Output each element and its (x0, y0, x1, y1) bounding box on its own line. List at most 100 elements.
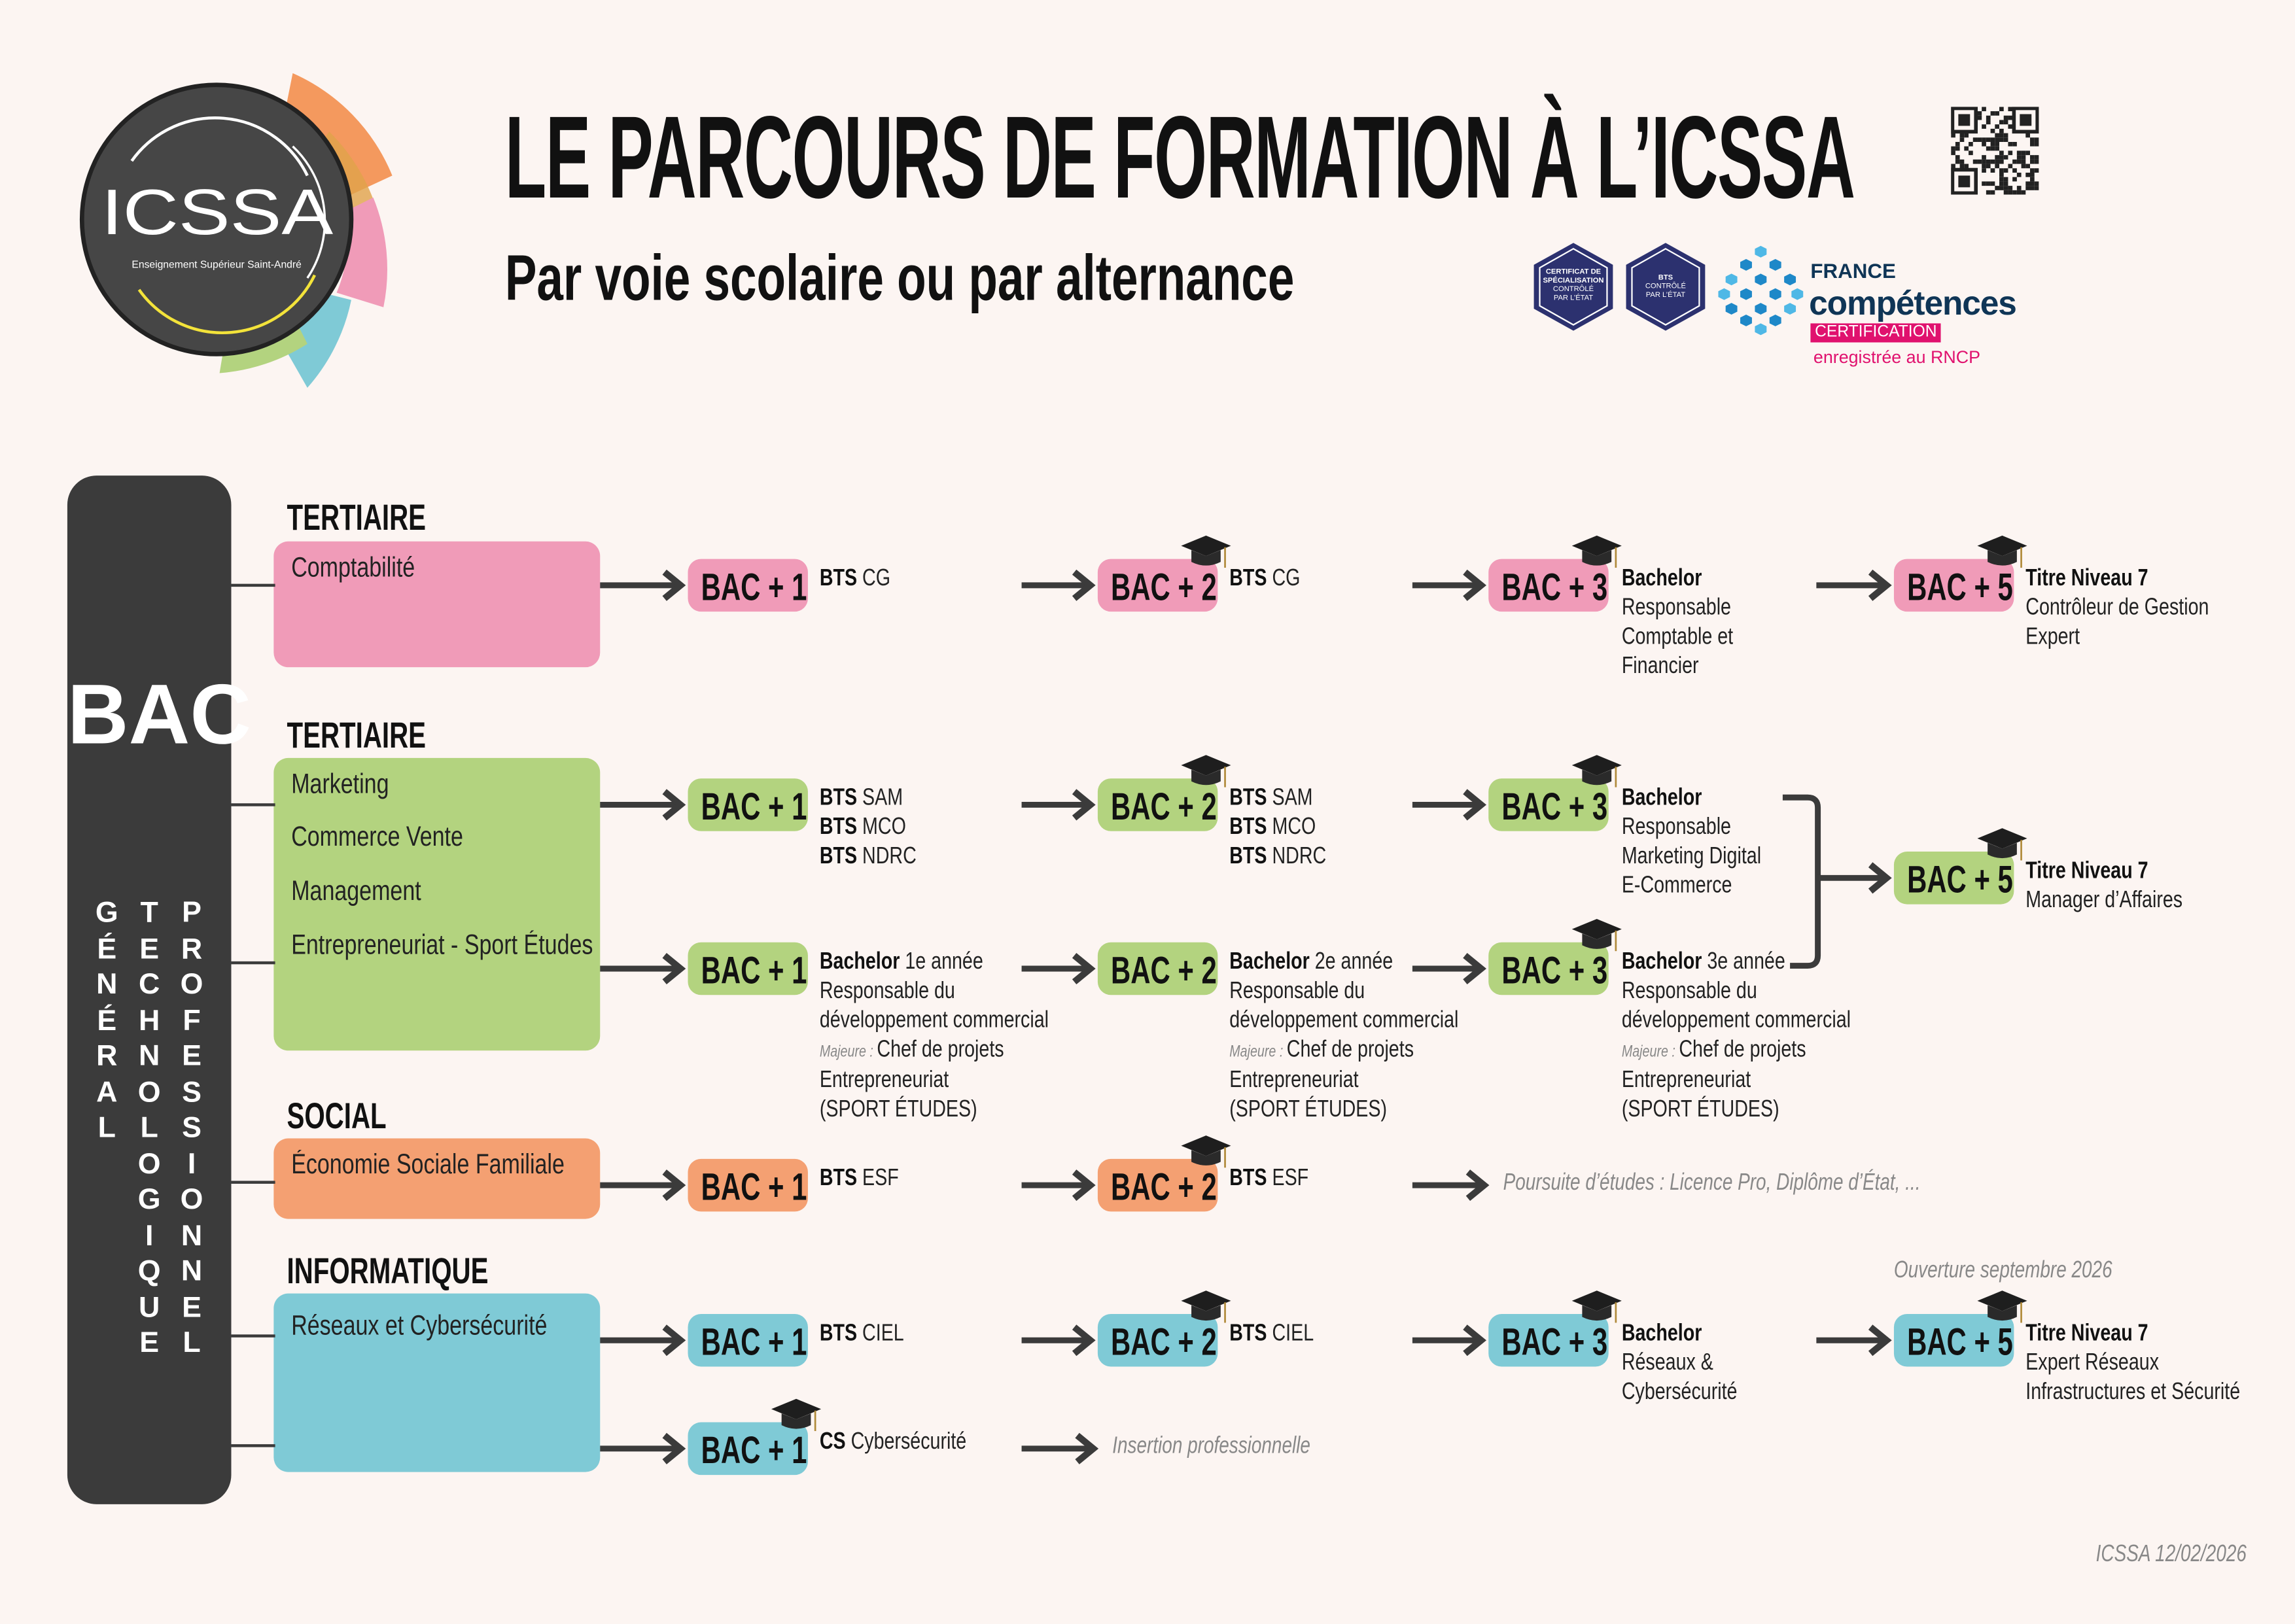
graduation-cap-icon (1181, 1290, 1231, 1323)
page-subtitle: Par voie scolaire ou par alternance (504, 243, 1295, 315)
program-detail: CG (1267, 566, 1301, 591)
category-item: Réseaux et Cybersécurité (291, 1311, 548, 1342)
program-detail: Responsable du (1621, 978, 1757, 1004)
description-line: Contrôleur de Gestion (2025, 594, 2209, 623)
category-title: INFORMATIQUE (287, 1251, 489, 1292)
level-chip: BAC + 2 (1097, 942, 1218, 995)
bac-connector (231, 961, 275, 965)
category-item: Comptabilité (291, 553, 415, 584)
qr-code[interactable] (1951, 107, 2039, 195)
arrow-icon (1412, 952, 1486, 985)
letter: N (181, 1255, 203, 1288)
description-line: Entrepreneuriat (1622, 1067, 1851, 1096)
description-line: BTS CIEL (1229, 1320, 1314, 1349)
letter: O (137, 1076, 161, 1109)
arrow-icon (600, 569, 686, 601)
letter: E (139, 1327, 160, 1360)
bac-connector (231, 1334, 275, 1338)
program-name: Bachelor (819, 949, 900, 975)
description-line: Marketing Digital (1622, 843, 1761, 872)
letter: O (137, 1148, 161, 1181)
arrow-icon (1021, 789, 1096, 821)
arrow-icon (600, 1169, 686, 1201)
description-line: BTS MCO (1229, 814, 1326, 843)
france-competences-france: FRANCE (1810, 258, 1896, 283)
program-detail: Responsable du (819, 978, 955, 1004)
arrow-icon (600, 1324, 686, 1356)
description-line: BTS CG (820, 565, 890, 595)
program-detail: SAM (1267, 786, 1313, 811)
description-line: Majeure : Chef de projets (1622, 1036, 1851, 1067)
badge-line: PAR L’ÉTAT (1645, 291, 1686, 300)
program-detail: ESF (1267, 1166, 1309, 1192)
program-detail: Entrepreneuriat (1229, 1068, 1359, 1094)
arrow-icon (1021, 952, 1096, 985)
program-description: BTS ESF (820, 1165, 899, 1194)
graduation-cap-icon (1977, 1290, 2027, 1323)
category-item: Commerce Vente (291, 822, 463, 854)
program-detail: développement commercial (1229, 1008, 1459, 1033)
graduation-cap-icon (1571, 755, 1622, 787)
majeure-label: Majeure : (1229, 1043, 1287, 1061)
letter: L (183, 1327, 201, 1360)
program-detail: Entrepreneuriat (819, 1068, 949, 1094)
program-description: BTS CIEL (820, 1320, 904, 1349)
description-line: BTS NDRC (1229, 843, 1326, 872)
program-name: Bachelor (1621, 1321, 1702, 1347)
description-line: BTS MCO (820, 814, 917, 843)
letter: I (145, 1219, 154, 1252)
level-chip-label: BAC + 2 (1111, 784, 1217, 829)
arrow-icon (1412, 1324, 1486, 1356)
level-chip: BAC + 3 (1488, 778, 1609, 831)
letter: G (95, 897, 118, 929)
program-detail: Chef de projets (1286, 1037, 1414, 1063)
letter: N (96, 969, 118, 1001)
program-detail: Financier (1621, 654, 1699, 680)
letter: P (182, 897, 201, 929)
france-competences-name: compétences (1809, 284, 2017, 322)
program-description: BTS ESF (1229, 1165, 1308, 1194)
level-chip-label: BAC + 1 (701, 1428, 807, 1472)
level-chip: BAC + 3 (1488, 942, 1609, 995)
program-detail: Expert Réseaux (2025, 1350, 2160, 1375)
program-detail: Manager d’Affaires (2025, 888, 2183, 914)
description-line: Responsable du (820, 977, 1049, 1007)
level-chip-label: BAC + 1 (701, 948, 807, 992)
letter: R (96, 1040, 118, 1073)
arrow-icon (1412, 1169, 1490, 1201)
description-line: Bachelor 3e année (1622, 948, 1851, 978)
graduation-cap-icon (1181, 535, 1231, 568)
graduation-cap-icon (1571, 918, 1622, 952)
description-line: (SPORT ÉTUDES) (1622, 1096, 1851, 1126)
graduation-cap-icon (1977, 535, 2027, 568)
category-item: Entrepreneuriat - Sport Études (291, 930, 593, 961)
letter: T (140, 897, 158, 929)
program-detail: 1e année (900, 949, 983, 975)
arrow-icon (1816, 1324, 1892, 1356)
bac-bar (67, 475, 232, 1504)
description-line: Responsable (1622, 594, 1733, 623)
description-line: BTS SAM (820, 784, 917, 814)
program-name: Titre Niveau 7 (2025, 1321, 2148, 1347)
description-line: Entrepreneuriat (1229, 1067, 1458, 1096)
program-name: BTS (1229, 566, 1267, 591)
level-chip-label: BAC + 2 (1111, 1164, 1217, 1209)
program-detail: (SPORT ÉTUDES) (1621, 1097, 1779, 1122)
footer-date: ICSSA 12/02/2026 (2095, 1542, 2247, 1568)
icssa-logo: ICSSA Enseignement Supérieur Saint-André (79, 73, 393, 388)
level-chip: BAC + 1 (688, 559, 808, 612)
program-name: BTS (819, 844, 858, 869)
graduation-cap-icon (1181, 1135, 1231, 1168)
description-line: BTS ESF (1229, 1165, 1308, 1194)
program-detail: 2e année (1309, 949, 1393, 975)
arrow-icon (600, 1432, 686, 1464)
program-name: BTS (819, 1321, 858, 1347)
program-name: BTS (1229, 815, 1267, 840)
program-detail: Entrepreneuriat (1621, 1068, 1751, 1094)
arrow-icon (600, 789, 686, 821)
category-item: Marketing (291, 769, 389, 801)
program-name: BTS (819, 815, 858, 840)
